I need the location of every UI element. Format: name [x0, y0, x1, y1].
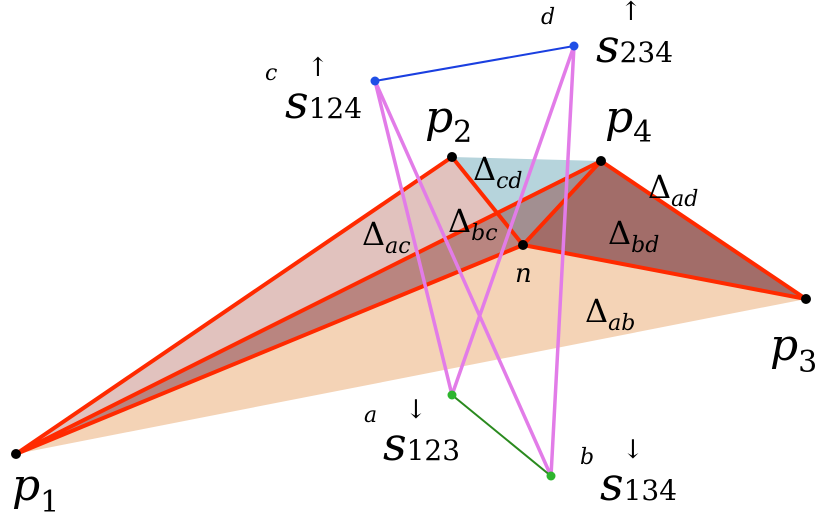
node-p2 — [447, 152, 457, 162]
label-delta-ac: Δac — [362, 215, 411, 259]
red-edges — [14, 155, 808, 456]
label-s123: s123 — [383, 417, 460, 471]
node-d — [569, 41, 579, 51]
link-c-a — [373, 79, 454, 397]
label-s234-arrow: ↑ — [620, 0, 642, 27]
edge-p4-p3 — [599, 159, 808, 301]
label-delta-ab: Δab — [585, 292, 635, 336]
label-p4: p4 — [605, 92, 652, 150]
label-s124: s124 — [285, 75, 362, 129]
label-s134-arrow: ↓ — [622, 435, 644, 465]
label-delta-bc: Δbc — [448, 202, 498, 246]
label-s123-arrow: ↓ — [405, 395, 427, 425]
node-p3 — [801, 294, 811, 304]
node-b — [546, 471, 556, 481]
label-b-letter: b — [580, 445, 594, 470]
label-p2: p2 — [425, 92, 472, 150]
edge-p1-p4 — [15, 159, 602, 456]
link-c-d — [374, 45, 575, 82]
label-s134: s134 — [600, 457, 677, 511]
label-delta-cd: Δcd — [473, 150, 523, 194]
label-c-letter: c — [265, 61, 277, 86]
label-d-letter: d — [541, 5, 555, 30]
violet-links — [373, 44, 576, 478]
label-p1: p1 — [12, 460, 59, 515]
edge-p4-n — [521, 159, 603, 247]
label-n: n — [515, 259, 532, 289]
label-delta-ad: Δad — [648, 168, 698, 212]
link-a-b — [451, 394, 552, 477]
edge-n-p3 — [522, 243, 807, 301]
node-n — [518, 240, 528, 250]
label-p3: p3 — [770, 320, 817, 380]
node-p1 — [11, 449, 21, 459]
link-c-b — [373, 79, 553, 478]
face-ab-orange — [16, 245, 806, 454]
label-delta-bd: Δbd — [608, 214, 659, 258]
label-s234: s234 — [596, 19, 673, 73]
label-a-letter: a — [364, 403, 377, 428]
face-ac-pink — [16, 157, 523, 454]
edge-p1-n — [15, 243, 524, 456]
node-p4 — [596, 156, 606, 166]
node-a — [447, 390, 457, 400]
link-d-a — [450, 44, 576, 397]
link-d-b — [549, 44, 576, 478]
node-c — [370, 76, 380, 86]
face-bd-maroon — [523, 161, 806, 299]
edge-p1-p2 — [14, 155, 454, 456]
label-s124-arrow: ↑ — [307, 53, 329, 83]
